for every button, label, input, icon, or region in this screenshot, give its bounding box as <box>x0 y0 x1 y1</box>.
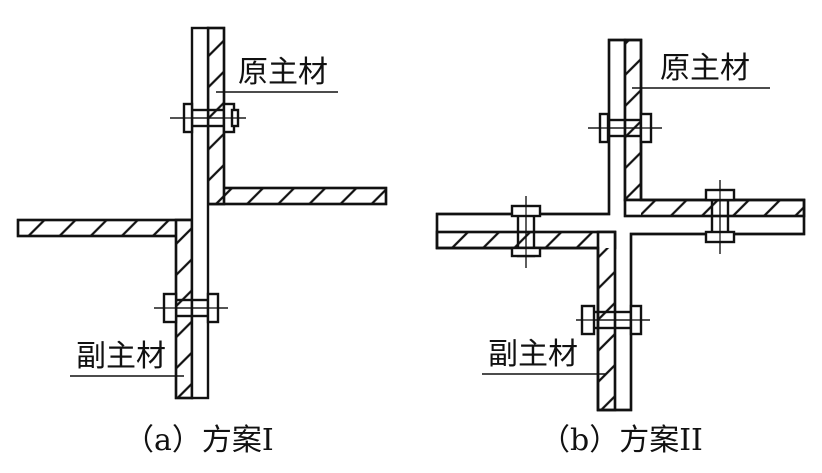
b-label-original-main-member: 原主材 <box>660 51 750 86</box>
caption-scheme-b: （b）方案II <box>540 423 703 458</box>
a-lower-bolt <box>154 288 228 328</box>
caption-scheme-a: （a）方案I <box>124 423 274 458</box>
b-upper-bolt <box>588 108 662 148</box>
a-label-auxiliary-main-member: 副主材 <box>76 339 166 374</box>
a-label-original-main-member: 原主材 <box>238 55 328 90</box>
a-upper-bolt <box>170 98 246 136</box>
b-lower-bolt <box>576 300 650 340</box>
b-left-bolt <box>506 196 546 268</box>
b-label-auxiliary-main-member: 副主材 <box>488 337 578 372</box>
scheme-a-diagram: 原主材 副主材 <box>16 26 388 400</box>
b-right-bolt <box>700 180 740 254</box>
scheme-b-diagram: 原主材 副主材 <box>435 38 806 412</box>
a-center-plate <box>190 26 210 400</box>
